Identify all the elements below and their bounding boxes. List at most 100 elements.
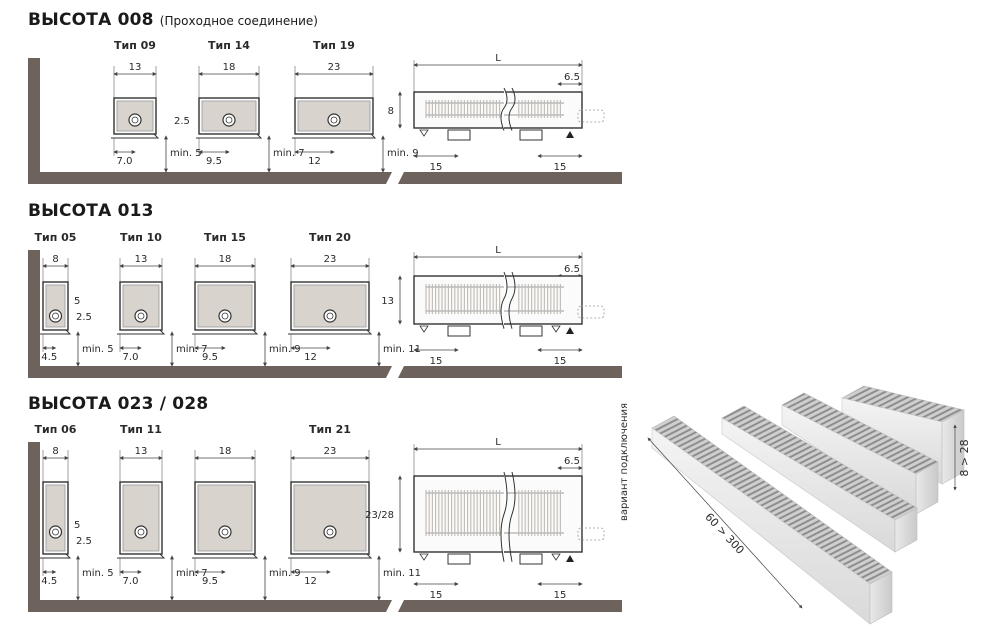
- bracket: [519, 325, 543, 337]
- left-dim-label: 15: [430, 356, 443, 367]
- left-dim-label: 15: [430, 590, 443, 601]
- min-label: min. 11: [383, 344, 421, 355]
- floor-right: [398, 600, 622, 612]
- side-view: L 6.5 8 15 15: [388, 53, 605, 173]
- pipe-inner: [52, 528, 59, 536]
- width-label: 23: [324, 254, 337, 265]
- flow-up-icon: [566, 327, 574, 334]
- offset-label: 7.0: [123, 352, 139, 363]
- pipe-run: [426, 102, 564, 116]
- flow-up-icon: [566, 131, 574, 138]
- offset-label: 12: [308, 156, 321, 167]
- min-label: min. 11: [383, 568, 421, 579]
- connection-outline: [577, 109, 605, 123]
- end-label: 6.5: [564, 72, 580, 83]
- end-face: [869, 571, 893, 625]
- right-dim-label: 15: [554, 162, 567, 173]
- cross-section-unit: Тип 19 23 12 min. 9: [292, 39, 419, 173]
- pipe-inner: [221, 312, 229, 320]
- floor-right: [398, 366, 622, 378]
- connection-variant-label: вариант подключения: [619, 403, 630, 521]
- type-name: Тип 21: [309, 423, 351, 436]
- end-label: 6.5: [564, 264, 580, 275]
- offset-label: 7.0: [123, 576, 139, 587]
- gap-label: 2.5: [76, 312, 92, 323]
- type-name: Тип 19: [313, 39, 355, 52]
- width-label: 13: [129, 62, 142, 73]
- type-name: Тип 11: [120, 423, 162, 436]
- foot: [117, 553, 166, 559]
- type-name: Тип 09: [114, 39, 156, 52]
- bracket: [447, 325, 471, 337]
- height-label: 8: [388, 106, 394, 117]
- right-dim-label: 15: [554, 356, 567, 367]
- side-height-label: 5: [74, 296, 80, 307]
- pipe-inner: [326, 312, 334, 320]
- type-name: Тип 06: [35, 423, 77, 436]
- min-label: min. 7: [176, 344, 208, 355]
- flow-down-icon: [551, 553, 561, 561]
- pipe-inner: [330, 116, 338, 124]
- break-mark: [508, 87, 516, 131]
- length-label: L: [495, 53, 501, 64]
- length-label: L: [495, 437, 501, 448]
- floor-right: [398, 172, 622, 184]
- heat-exchanger: [122, 484, 160, 552]
- width-label: 23: [328, 62, 341, 73]
- foot: [40, 329, 72, 335]
- section-title-023: ВЫСОТА 023 / 028: [28, 394, 209, 414]
- min-label: min. 7: [176, 568, 208, 579]
- type-name: Тип 20: [309, 231, 351, 244]
- photo-length-dim: [647, 437, 803, 609]
- min-label: min. 5: [82, 344, 114, 355]
- bracket: [519, 129, 543, 141]
- foot: [117, 329, 166, 335]
- width-label: 8: [52, 446, 58, 457]
- offset-label: 9.5: [202, 352, 218, 363]
- break-mark: [508, 271, 516, 329]
- photo-height-label: 8 > 28: [958, 439, 971, 476]
- flow-down-icon: [419, 325, 429, 333]
- connection-outline: [577, 305, 605, 319]
- offset-label: 9.5: [202, 576, 218, 587]
- height-label: 13: [381, 296, 394, 307]
- min-label: min. 7: [273, 148, 305, 159]
- side-view: L 6.5 13 15 15: [381, 245, 605, 367]
- section-subtitle: (Проходное соединение): [159, 14, 318, 28]
- foot: [288, 553, 373, 559]
- flow-down-icon: [419, 553, 429, 561]
- pipe-inner: [221, 528, 229, 536]
- end-label: 6.5: [564, 456, 580, 467]
- connection-outline: [577, 527, 605, 541]
- offset-label: 4.5: [41, 352, 57, 363]
- foot: [288, 329, 373, 335]
- min-label: min. 9: [387, 148, 419, 159]
- left-dim-label: 15: [430, 162, 443, 173]
- bracket: [519, 553, 543, 565]
- min-label: min. 5: [82, 568, 114, 579]
- end-face: [894, 507, 918, 553]
- foot: [111, 133, 160, 139]
- break-mark: [500, 87, 508, 131]
- height-label: 23/28: [365, 510, 394, 521]
- pipe-inner: [52, 312, 59, 320]
- heat-exchanger: [197, 484, 253, 552]
- pipe-inner: [326, 528, 334, 536]
- length-label: L: [495, 245, 501, 256]
- offset-label: 7.0: [117, 156, 133, 167]
- foot: [196, 133, 263, 139]
- pipe-inner: [225, 116, 233, 124]
